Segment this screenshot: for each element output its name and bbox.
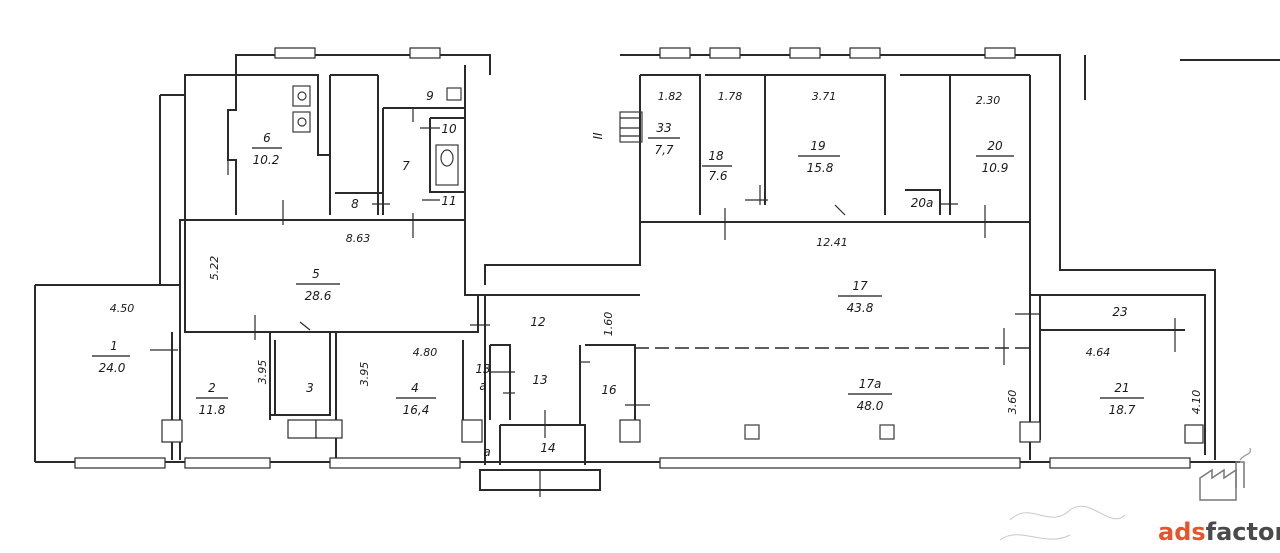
svg-text:43.8: 43.8 bbox=[847, 301, 874, 315]
svg-text:3.60: 3.60 bbox=[1006, 390, 1019, 415]
svg-text:20a: 20a bbox=[911, 196, 934, 210]
svg-text:19: 19 bbox=[810, 139, 825, 153]
watermark-brand-part2: factory bbox=[1206, 518, 1280, 546]
room-3: 3 bbox=[306, 381, 314, 395]
room-33: 33 7,7 bbox=[648, 121, 680, 157]
svg-text:a: a bbox=[483, 445, 490, 459]
svg-text:10.9: 10.9 bbox=[982, 161, 1009, 175]
svg-text:8.63: 8.63 bbox=[346, 232, 371, 245]
svg-text:12: 12 bbox=[530, 315, 545, 329]
room-20: 20 10.9 bbox=[976, 139, 1014, 175]
svg-text:1.60: 1.60 bbox=[602, 312, 615, 337]
room-labels: 1 24.0 2 11.8 3 4 16,4 5 28.6 bbox=[92, 89, 1144, 459]
svg-text:4.10: 4.10 bbox=[1190, 390, 1203, 415]
room-4: 4 16,4 bbox=[396, 381, 436, 417]
svg-text:23: 23 bbox=[1112, 305, 1127, 319]
svg-text:7: 7 bbox=[402, 159, 410, 173]
svg-text:15.8: 15.8 bbox=[807, 161, 834, 175]
room-2: 2 11.8 bbox=[196, 381, 228, 417]
svg-text:10: 10 bbox=[441, 122, 457, 136]
room-9: 9 bbox=[426, 89, 434, 103]
svg-text:2: 2 bbox=[208, 381, 216, 395]
svg-text:4.50: 4.50 bbox=[110, 302, 135, 315]
svg-text:2.30: 2.30 bbox=[976, 94, 1001, 107]
svg-text:1.82: 1.82 bbox=[658, 90, 683, 103]
room-II: II bbox=[591, 132, 605, 140]
svg-text:11: 11 bbox=[441, 194, 456, 208]
watermark-brand-part1: ads bbox=[1158, 518, 1206, 546]
room-13: 13 bbox=[532, 373, 547, 387]
watermark: adsfactory bbox=[999, 447, 1280, 546]
room-23: 23 bbox=[1112, 305, 1127, 319]
svg-text:4: 4 bbox=[411, 381, 419, 395]
svg-text:4.64: 4.64 bbox=[1086, 346, 1111, 359]
room-14: 14 bbox=[540, 441, 555, 455]
svg-text:17: 17 bbox=[852, 279, 868, 293]
svg-text:4.80: 4.80 bbox=[413, 346, 438, 359]
svg-text:II: II bbox=[591, 132, 605, 140]
svg-text:8: 8 bbox=[351, 197, 359, 211]
svg-text:14: 14 bbox=[540, 441, 555, 455]
svg-text:18.7: 18.7 bbox=[1109, 403, 1136, 417]
room-1: 1 24.0 bbox=[92, 339, 130, 375]
svg-text:9: 9 bbox=[426, 89, 434, 103]
svg-text:28.6: 28.6 bbox=[305, 289, 332, 303]
svg-text:5: 5 bbox=[312, 267, 320, 281]
room-18: 18 7.6 bbox=[702, 149, 732, 183]
room-21: 21 18.7 bbox=[1100, 381, 1144, 417]
svg-text:7.6: 7.6 bbox=[708, 169, 727, 183]
svg-text:1.78: 1.78 bbox=[718, 90, 743, 103]
room-12: 12 bbox=[530, 315, 545, 329]
room-19: 19 15.8 bbox=[798, 139, 840, 175]
room-5: 5 28.6 bbox=[296, 267, 340, 303]
svg-text:21: 21 bbox=[1114, 381, 1129, 395]
watermark-brand-text: adsfactory bbox=[1158, 518, 1280, 546]
svg-text:3.95: 3.95 bbox=[358, 362, 371, 387]
svg-text:48.0: 48.0 bbox=[857, 399, 884, 413]
room-14a: a bbox=[483, 445, 490, 459]
svg-text:3: 3 bbox=[306, 381, 314, 395]
svg-text:33: 33 bbox=[656, 121, 671, 135]
svg-text:a: a bbox=[479, 379, 486, 393]
svg-text:13: 13 bbox=[532, 373, 547, 387]
door-markers bbox=[150, 108, 1176, 497]
svg-text:3.71: 3.71 bbox=[812, 90, 837, 103]
room-10: 10 bbox=[441, 122, 457, 136]
svg-text:16: 16 bbox=[601, 383, 617, 397]
room-16: 16 bbox=[601, 383, 617, 397]
svg-text:17a: 17a bbox=[859, 377, 882, 391]
svg-text:24.0: 24.0 bbox=[99, 361, 126, 375]
room-20a: 20a bbox=[911, 196, 934, 210]
svg-text:12.41: 12.41 bbox=[816, 236, 848, 249]
room-17: 17 43.8 bbox=[838, 279, 882, 315]
dimension-labels: 4.50 5.22 8.63 3.95 3.95 4.80 1.60 1.82 … bbox=[110, 90, 1203, 414]
svg-text:11.8: 11.8 bbox=[199, 403, 226, 417]
svg-text:13: 13 bbox=[475, 362, 490, 376]
svg-text:10.2: 10.2 bbox=[253, 153, 280, 167]
svg-text:16,4: 16,4 bbox=[403, 403, 430, 417]
room-11: 11 bbox=[441, 194, 456, 208]
walls bbox=[34, 54, 1280, 491]
svg-text:20: 20 bbox=[987, 139, 1003, 153]
svg-text:7,7: 7,7 bbox=[654, 143, 673, 157]
factory-logo-icon bbox=[1199, 447, 1251, 501]
svg-text:1: 1 bbox=[110, 339, 118, 353]
room-17a: 17a 48.0 bbox=[848, 377, 892, 413]
room-13a: 13 a bbox=[475, 362, 490, 393]
svg-text:3.95: 3.95 bbox=[256, 360, 269, 385]
windows bbox=[74, 47, 1204, 469]
room-7: 7 bbox=[402, 159, 410, 173]
room-8: 8 bbox=[351, 197, 359, 211]
svg-text:18: 18 bbox=[708, 149, 724, 163]
svg-text:5.22: 5.22 bbox=[208, 256, 221, 281]
svg-text:6: 6 bbox=[263, 131, 271, 145]
room-6: 6 10.2 bbox=[252, 131, 282, 167]
